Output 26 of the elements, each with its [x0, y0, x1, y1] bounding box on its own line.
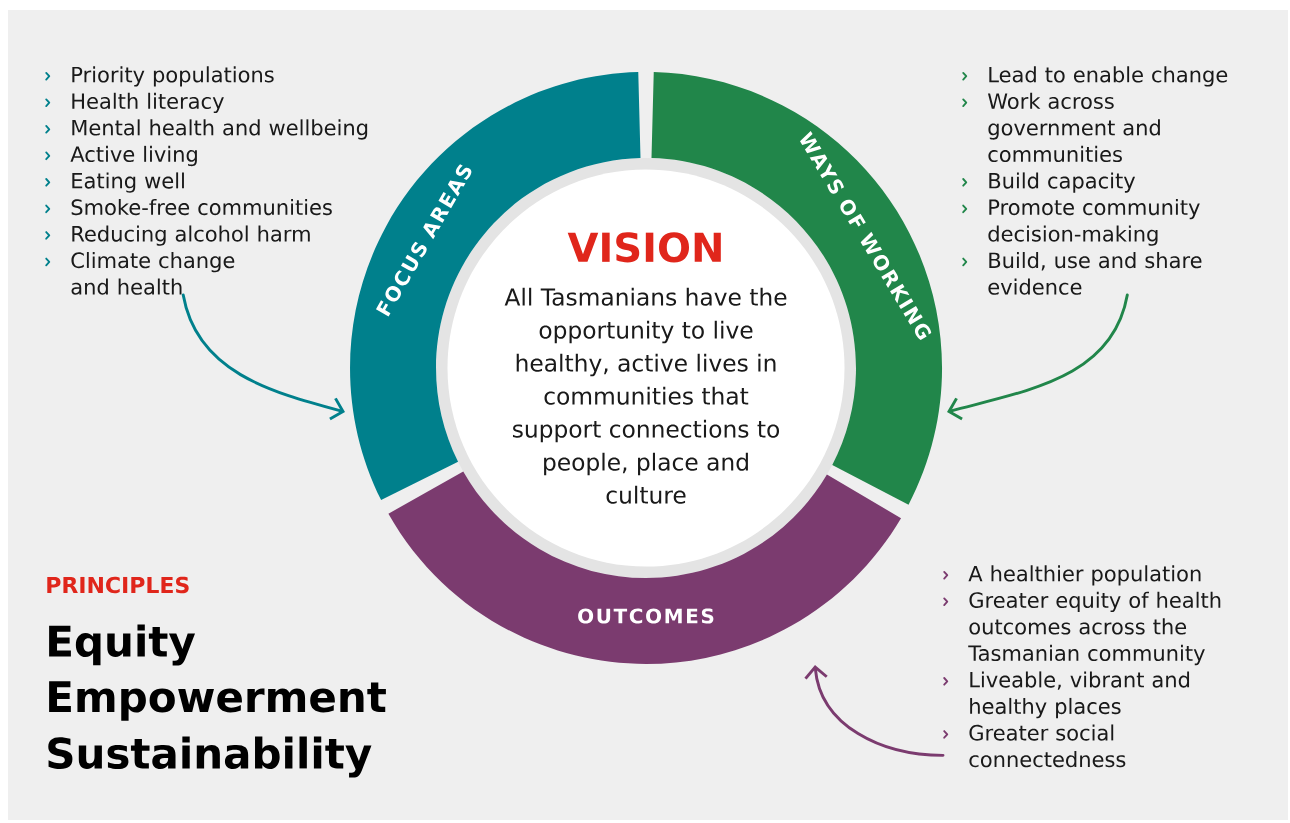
list-item: Work across government and communities	[987, 92, 1160, 163]
curved-arrow	[804, 665, 945, 757]
principles-heading: PRINCIPLES	[47, 576, 189, 594]
list-item: Priority populations	[72, 66, 274, 87]
list-item: Climate change and health	[71, 252, 235, 295]
list-item: A healthier population	[968, 565, 1201, 586]
list-item: Greater social connectedness	[969, 724, 1126, 768]
list-item: Active living	[70, 145, 197, 167]
list-item: Greater equity of health outcomes across the Tasmanian community	[968, 591, 1221, 666]
principle: Empowerment	[49, 681, 386, 721]
list-item: Health literacy	[72, 92, 224, 114]
curved-arrow	[947, 293, 1129, 421]
bullet-list	[962, 66, 1228, 295]
list-item: Smoke-free communities	[71, 198, 332, 216]
principle: Equity	[49, 624, 196, 666]
bullet-list	[45, 66, 368, 295]
list-item: Reducing alcohol harm	[72, 225, 310, 246]
list-item: Build, use and share evidence	[988, 252, 1202, 295]
list-item: Liveable, vibrant and healthy places	[970, 671, 1190, 719]
principle: Sustainability	[48, 736, 372, 778]
curved-arrow	[181, 293, 345, 421]
list-item: Eating well	[72, 172, 184, 193]
list-item: Promote community decision-making	[988, 198, 1200, 246]
list-item: Lead to enable change	[989, 66, 1228, 87]
list-item: Build capacity	[989, 172, 1136, 193]
bullet-list	[943, 565, 1221, 768]
